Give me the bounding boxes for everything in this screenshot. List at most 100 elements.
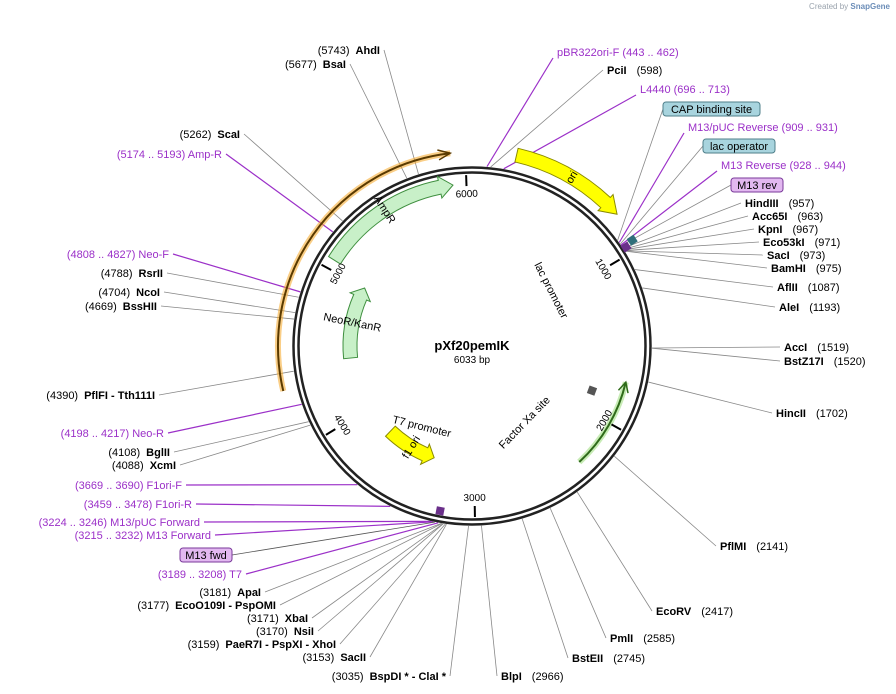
primer-label: (3224 .. 3246) M13/pUC Forward xyxy=(39,517,200,529)
enzyme-name: Acc65I xyxy=(752,211,787,223)
leader-line xyxy=(620,145,704,245)
enzyme-name: HindIII xyxy=(745,198,779,210)
leader-line xyxy=(621,184,732,246)
enzyme-site: EcoRV(2417) xyxy=(656,606,733,618)
enzyme-site: (4669)BssHII xyxy=(85,301,157,313)
enzyme-site: (3159)PaeR7I - PspXI - XhoI xyxy=(188,639,336,651)
enzyme-site: Eco53kI (971) xyxy=(763,237,840,249)
leader-line xyxy=(383,49,419,175)
tick-label: 6000 xyxy=(455,189,478,201)
enzyme-position: (971) xyxy=(815,237,841,249)
primer-label: (3215 .. 3232) M13 Forward xyxy=(75,530,211,542)
leader-line xyxy=(486,57,554,167)
enzyme-name: BspDI * - ClaI * xyxy=(370,671,447,683)
leader-line xyxy=(349,63,408,179)
enzyme-position: (973) xyxy=(800,250,826,262)
backbone-outer-strand xyxy=(292,166,652,526)
feature-orange-outer-arrowhead xyxy=(437,149,453,161)
primer-label: pBR322ori-F (443 .. 462) xyxy=(557,47,679,59)
enzyme-name: PflFI - Tth111I xyxy=(84,390,155,402)
enzyme-position: (1087) xyxy=(808,282,840,294)
leader-line xyxy=(179,424,311,466)
enzyme-position: (4788) xyxy=(101,268,133,280)
leader-line xyxy=(225,153,334,233)
leader-line xyxy=(648,381,773,414)
leader-line xyxy=(172,253,301,293)
tick-label: 1000 xyxy=(592,257,613,282)
enzyme-name: BstZ17I xyxy=(784,356,824,368)
leader-line xyxy=(617,108,664,241)
enzyme-site: AflII (1087) xyxy=(777,282,840,294)
site-marker xyxy=(586,385,598,396)
leader-line xyxy=(642,287,776,308)
label-box-text: M13 rev xyxy=(737,180,777,192)
leader-line xyxy=(576,491,653,612)
tick-mark xyxy=(610,423,622,431)
credit-prefix: Created by xyxy=(809,2,849,11)
enzyme-position: (2141) xyxy=(756,541,788,553)
enzyme-position: (957) xyxy=(789,198,815,210)
enzyme-name: AflII xyxy=(777,282,798,294)
enzyme-name: PmlI xyxy=(610,633,633,645)
label-box-text: lac operator xyxy=(710,141,768,153)
enzyme-site: PflMI(2141) xyxy=(720,541,788,553)
leader-line xyxy=(623,215,749,250)
enzyme-name: PaeR7I - PspXI - XhoI xyxy=(225,639,336,651)
enzyme-name: EcoO109I - PspOMI xyxy=(175,600,276,612)
site-marker xyxy=(620,241,632,253)
leader-line xyxy=(167,403,302,434)
enzyme-site: (5262)ScaI xyxy=(180,129,240,141)
enzyme-name: NcoI xyxy=(136,287,160,299)
enzyme-position: (3035) xyxy=(332,671,364,683)
plasmid-length: 6033 bp xyxy=(454,355,491,366)
leader-line xyxy=(243,133,343,222)
enzyme-position: (1519) xyxy=(817,342,849,354)
enzyme-site: (3171) XbaI xyxy=(247,613,308,625)
feature-factor-xa-orf xyxy=(578,381,627,463)
leader-line xyxy=(158,370,294,396)
enzyme-site: BstEII(2745) xyxy=(572,653,645,665)
leader-line xyxy=(651,347,781,362)
enzyme-name: NsiI xyxy=(294,626,314,638)
leader-line xyxy=(203,520,432,523)
enzyme-position: (2966) xyxy=(532,671,564,683)
feature-ampr xyxy=(327,175,454,265)
label-box xyxy=(730,177,784,193)
enzyme-position: (3171) xyxy=(247,613,279,625)
leader-line xyxy=(624,228,755,251)
enzyme-site: HindIII (957) xyxy=(745,198,814,210)
enzyme-position: (3153) xyxy=(303,652,335,664)
primer-label: (3459 .. 3478) F1ori-R xyxy=(84,499,192,511)
enzyme-position: (2745) xyxy=(613,653,645,665)
label-box-text: M13 fwd xyxy=(185,550,227,562)
enzyme-name: Eco53kI xyxy=(763,237,805,249)
enzyme-site: KpnI(967) xyxy=(758,224,818,236)
enzyme-position: (975) xyxy=(816,263,842,275)
enzyme-name: BlpI xyxy=(501,671,522,683)
leader-line xyxy=(369,523,447,658)
leader-line xyxy=(214,521,434,536)
label-box-text: CAP binding site xyxy=(671,104,752,116)
tick-mark xyxy=(321,263,332,271)
enzyme-name: KpnI xyxy=(758,224,782,236)
enzyme-name: BglII xyxy=(146,447,170,459)
enzyme-name: RsrII xyxy=(139,268,163,280)
enzyme-name: BsaI xyxy=(323,59,346,71)
enzyme-site: (3177)EcoO109I - PspOMI xyxy=(137,600,276,612)
enzyme-site: BlpI (2966) xyxy=(501,671,564,683)
enzyme-name: XbaI xyxy=(285,613,308,625)
leader-line xyxy=(622,202,742,249)
enzyme-position: (963) xyxy=(797,211,823,223)
enzyme-site: Acc65I (963) xyxy=(752,211,823,223)
primer-label: (4198 .. 4217) Neo-R xyxy=(61,428,164,440)
tick-label: 3000 xyxy=(463,493,486,504)
inner-label-factor-xa-site: Factor Xa site xyxy=(497,394,553,451)
enzyme-position: (2417) xyxy=(701,606,733,618)
leader-line xyxy=(624,241,760,251)
leader-line xyxy=(245,522,439,575)
enzyme-site: (3170)NsiI xyxy=(256,626,314,638)
tick-mark xyxy=(325,428,336,436)
